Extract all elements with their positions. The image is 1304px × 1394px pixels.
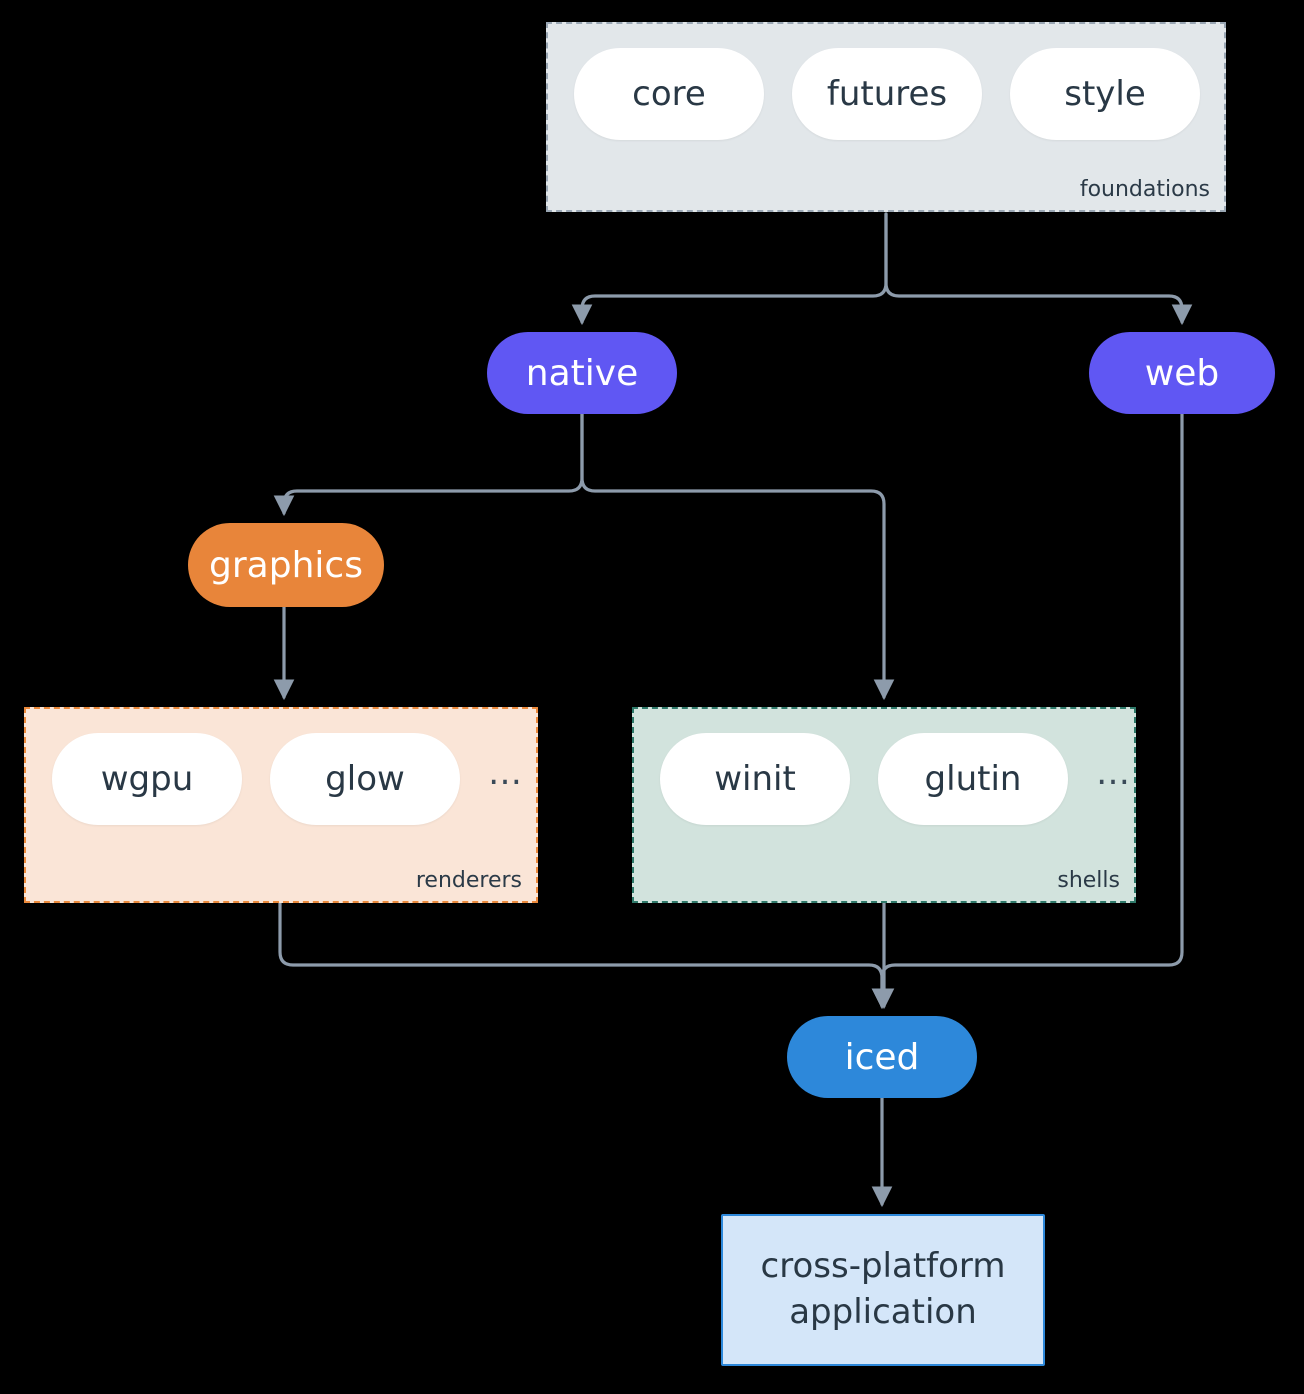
node-winit[interactable]: winit: [660, 733, 850, 825]
node-iced[interactable]: iced: [787, 1016, 977, 1098]
cluster-renderers-nodes: wgpu glow …: [52, 733, 524, 825]
edge-native-graphics: [273, 412, 584, 517]
cluster-label-renderers: renderers: [415, 868, 522, 893]
node-futures[interactable]: futures: [792, 48, 982, 140]
cluster-renderers: wgpu glow … renderers: [24, 707, 538, 903]
edge-native-shells: [580, 412, 895, 701]
node-style[interactable]: style: [1010, 48, 1200, 140]
node-web[interactable]: web: [1089, 332, 1275, 414]
cluster-foundations: core futures style foundations: [546, 22, 1226, 212]
node-graphics[interactable]: graphics: [188, 523, 384, 607]
application-label-line2: application: [789, 1292, 977, 1332]
edge-foundations-web: [884, 212, 1193, 326]
application-label-line1: cross-platform: [760, 1246, 1006, 1287]
node-cross-platform-application[interactable]: cross-platform application: [721, 1214, 1045, 1366]
node-wgpu[interactable]: wgpu: [52, 733, 242, 825]
cluster-shells-nodes: winit glutin …: [660, 733, 1132, 825]
node-native[interactable]: native: [487, 332, 677, 414]
edge-renderers-iced: [278, 901, 893, 1010]
cluster-label-shells: shells: [1057, 868, 1120, 893]
renderers-ellipsis: …: [488, 753, 524, 793]
node-core[interactable]: core: [574, 48, 764, 140]
cluster-foundations-nodes: core futures style: [574, 48, 1200, 140]
edge-foundations-native: [571, 212, 888, 326]
node-glow[interactable]: glow: [270, 733, 460, 825]
shells-ellipsis: …: [1096, 753, 1132, 793]
node-glutin[interactable]: glutin: [878, 733, 1068, 825]
cluster-label-foundations: foundations: [1079, 177, 1210, 202]
cluster-shells: winit glutin … shells: [632, 707, 1136, 903]
